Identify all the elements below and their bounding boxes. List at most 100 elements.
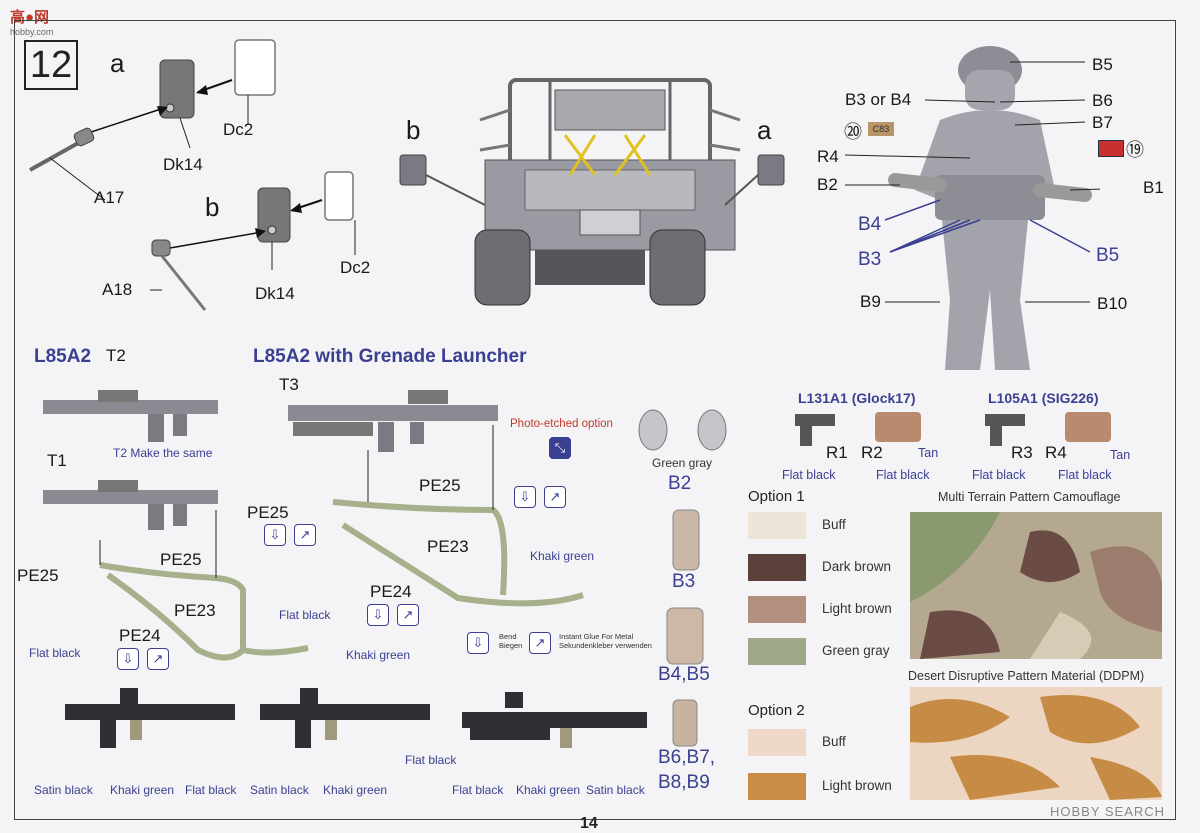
pad-b2: B2 xyxy=(668,473,692,494)
ddpm-title: Desert Disruptive Pattern Material (DDPM… xyxy=(908,669,1145,683)
label-b: b xyxy=(205,192,220,222)
vehicle-label-b: b xyxy=(406,115,421,145)
mirror-assembly-b xyxy=(150,171,356,311)
soldier-figure xyxy=(888,46,1092,370)
pistol-r3: R3 xyxy=(1011,443,1033,462)
decal-19: ⑲ xyxy=(1126,140,1144,160)
option1-swatch xyxy=(748,512,806,539)
flat-black-3: Flat black xyxy=(972,468,1026,482)
rifle-sling-diagram xyxy=(43,390,584,661)
title-l85a2: L85A2 xyxy=(34,346,92,367)
fig-r4: R4 xyxy=(817,147,839,166)
pe25-left: PE25 xyxy=(17,566,59,585)
pe23-left: PE23 xyxy=(174,601,216,620)
mtp-title: Multi Terrain Pattern Camouflage xyxy=(938,490,1121,504)
fig-b3: B3 xyxy=(858,249,882,270)
pad-b3: B3 xyxy=(672,571,696,592)
figure-leader-lines xyxy=(844,61,1100,303)
bend-icon: ⇩ xyxy=(367,604,389,626)
option1-swatch-label: Light brown xyxy=(822,601,892,616)
pe25-right-a: PE25 xyxy=(247,503,289,522)
br1-satin: Satin black xyxy=(34,783,93,797)
fig-b5: B5 xyxy=(1092,55,1113,74)
br2-flat: Flat black xyxy=(405,753,457,767)
br3-satin: Satin black xyxy=(586,783,645,797)
label-dc2-b: Dc2 xyxy=(340,258,371,277)
pe25-mid: PE25 xyxy=(160,550,202,569)
fig-b10: B10 xyxy=(1097,294,1128,313)
pe24-right: PE24 xyxy=(370,582,412,601)
option1-swatch-label: Green gray xyxy=(822,643,890,658)
page-number: 14 xyxy=(580,815,598,832)
bend-icon: ⇩ xyxy=(264,524,286,546)
pad-b6-b7: B6,B7, xyxy=(658,747,716,768)
khaki-green-left: Khaki green xyxy=(346,648,411,662)
pe25-right-b: PE25 xyxy=(419,476,461,495)
br1-flat: Flat black xyxy=(185,783,237,797)
br2-khaki: Khaki green xyxy=(323,783,388,797)
fig-b9: B9 xyxy=(860,292,881,311)
flat-black-left: Flat black xyxy=(29,646,81,660)
bend-icon: ⇩ xyxy=(514,486,536,508)
legend-bend-icon: ⇩ xyxy=(467,632,489,654)
label-dk14: Dk14 xyxy=(163,155,203,174)
pad-b4-b5: B4,B5 xyxy=(658,664,710,685)
green-gray-label: Green gray xyxy=(652,456,713,470)
fig-b4: B4 xyxy=(858,214,882,235)
photo-etched-option: Photo-etched option xyxy=(510,418,613,430)
option1-swatch xyxy=(748,554,806,581)
option2-swatch-label: Buff xyxy=(822,734,846,749)
option2-swatch xyxy=(748,729,806,756)
legend-glue-icon: ↗ xyxy=(529,632,551,654)
pistol-r1: R1 xyxy=(826,443,848,462)
option1-title: Option 1 xyxy=(748,488,805,505)
option2-title: Option 2 xyxy=(748,702,805,719)
step-number: 12 xyxy=(24,40,78,90)
vehicle-label-a: a xyxy=(757,115,772,145)
flat-black-4: Flat black xyxy=(1058,468,1112,482)
option1-swatch-label: Dark brown xyxy=(822,559,892,574)
br1-khaki: Khaki green xyxy=(110,783,175,797)
fig-b6: B6 xyxy=(1092,91,1113,110)
fig-b1: B1 xyxy=(1143,178,1164,197)
bottom-rifles-diagram xyxy=(65,688,647,748)
option1-swatch-label: Buff xyxy=(822,517,846,532)
glue-icon: ↗ xyxy=(397,604,419,626)
flat-black-2: Flat black xyxy=(876,468,930,482)
part-dk14-top xyxy=(159,59,195,119)
decal-c83: C83 xyxy=(868,122,894,136)
mtp-camo-sample xyxy=(910,512,1162,659)
flat-black-right: Flat black xyxy=(279,608,331,622)
label-dk14-b: Dk14 xyxy=(255,284,295,303)
pad-b8-b9: B8,B9 xyxy=(658,772,710,793)
fig-b2: B2 xyxy=(817,175,838,194)
pistol-r4: R4 xyxy=(1045,443,1067,462)
ddpm-camo-sample xyxy=(910,687,1162,800)
watermark: HOBBY SEARCH xyxy=(1050,804,1166,819)
legend-bend-text: Bend Biegen xyxy=(499,632,523,650)
flat-black-1: Flat black xyxy=(782,468,836,482)
option1-swatch xyxy=(748,596,806,623)
glue-icon: ↗ xyxy=(294,524,316,546)
pads-pouches-diagram xyxy=(638,409,727,747)
label-a17: A17 xyxy=(94,188,125,207)
label-dc2: Dc2 xyxy=(223,120,254,139)
option1-swatch xyxy=(748,638,806,665)
br2-satin: Satin black xyxy=(250,783,309,797)
photo-etched-icon: ⤡ xyxy=(549,437,571,459)
fig-b3-or-b4: B3 or B4 xyxy=(845,90,912,109)
label-a: a xyxy=(110,48,125,78)
decal-20: ⑳ xyxy=(844,122,862,142)
pistol-r2: R2 xyxy=(861,443,883,462)
label-t3: T3 xyxy=(279,375,299,394)
fig-b7: B7 xyxy=(1092,113,1113,132)
tan-2: Tan xyxy=(1110,448,1131,462)
title-sig: L105A1 (SIG226) xyxy=(988,390,1099,406)
label-t2: T2 xyxy=(106,346,126,365)
title-l85a2-gl: L85A2 with Grenade Launcher xyxy=(253,346,527,367)
option2-swatch-label: Light brown xyxy=(822,778,892,793)
br3-flat: Flat black xyxy=(452,783,504,797)
label-a18: A18 xyxy=(102,280,133,299)
pe24-left: PE24 xyxy=(119,626,161,645)
